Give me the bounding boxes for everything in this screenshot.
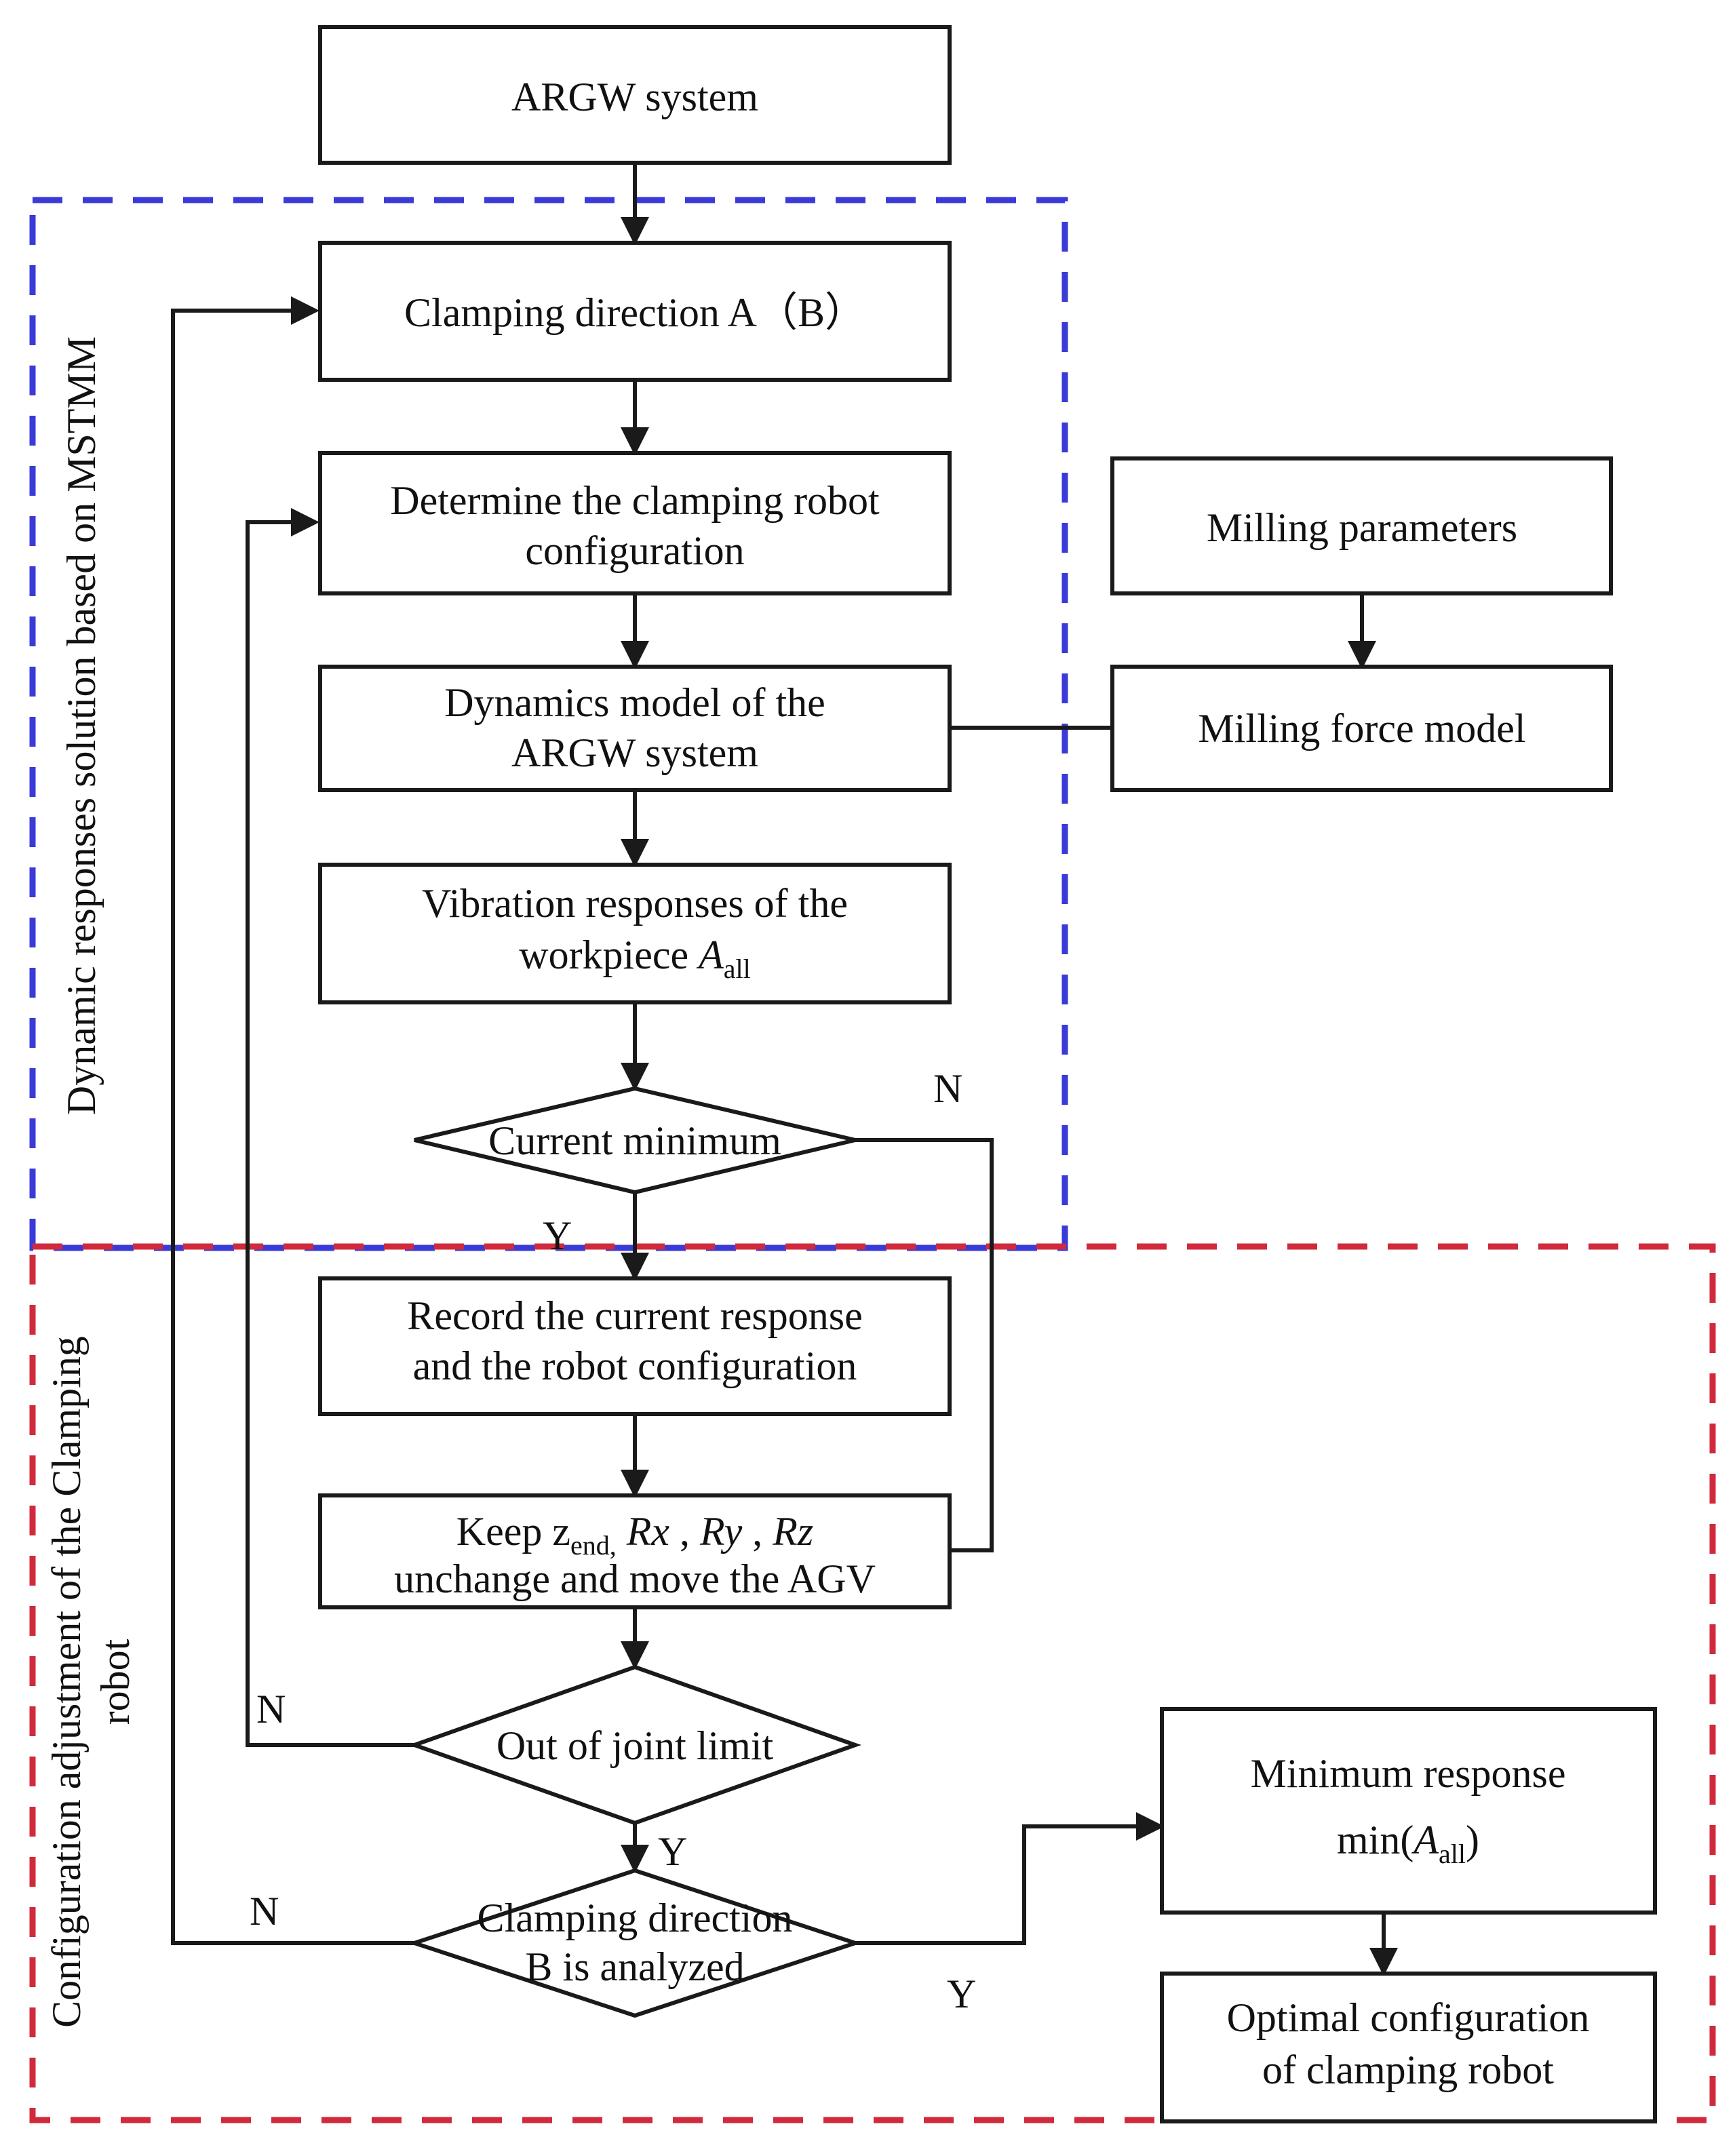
minresp-prefix: min( — [1337, 1818, 1414, 1862]
node-determine-configuration-line2: configuration — [525, 528, 744, 573]
edge-dirB-no-to-clampdir — [171, 296, 414, 1945]
region-blue-dashed — [29, 197, 1068, 1251]
keep-rx: Rx — [626, 1509, 670, 1554]
region-red-dashed — [29, 1243, 1716, 2123]
keep-subscript-end: end, — [570, 1530, 617, 1561]
node-optimal-configuration[interactable]: Optimal configuration of clamping robot — [1160, 1972, 1657, 2123]
keep-sep-2: , — [742, 1509, 773, 1554]
edge-label-jointlimit-yes: Y — [658, 1829, 687, 1874]
edge-label-curmin-yes: Y — [543, 1213, 572, 1258]
node-keep-pose-move-agv[interactable]: Keep zend, Rx , Ry , Rz unchange and mov… — [318, 1493, 952, 1609]
node-determine-configuration[interactable]: Determine the clamping robot configurati… — [318, 451, 952, 595]
node-vibration-responses-line1: Vibration responses of the — [422, 881, 848, 926]
vibration-line2-subscript: all — [724, 954, 751, 984]
edge-label-curmin-no: N — [933, 1066, 962, 1111]
node-milling-parameters[interactable]: Milling parameters — [1110, 456, 1613, 595]
edge-label-jointlimit-no: N — [256, 1687, 286, 1731]
node-out-of-joint-limit-decision[interactable]: Out of joint limit — [408, 1664, 861, 1826]
vibration-line2-variable: A — [696, 933, 724, 977]
node-optimal-configuration-line2: of clamping robot — [1262, 2047, 1554, 2092]
node-vibration-responses-line2: workpiece Aall — [519, 933, 751, 984]
edge-label-dirB-yes: Y — [947, 1972, 976, 2016]
node-argw-system-label: ARGW system — [511, 75, 758, 119]
node-clamping-direction[interactable]: Clamping direction A（B） — [318, 241, 952, 382]
edge-dirB-yes-to-minresp — [855, 1812, 1165, 1945]
node-current-minimum-label: Current minimum — [488, 1118, 781, 1163]
node-minimum-response-line1: Minimum response — [1251, 1751, 1566, 1796]
node-optimal-configuration-line1: Optimal configuration — [1227, 1995, 1590, 2040]
node-record-response-line1: Record the current response — [407, 1293, 862, 1338]
node-clamping-direction-label: Clamping direction A（B） — [404, 290, 865, 335]
node-determine-configuration-line1: Determine the clamping robot — [390, 478, 880, 523]
node-dynamics-model-line2: ARGW system — [511, 730, 758, 775]
minresp-subscript: all — [1439, 1839, 1466, 1869]
node-direction-b-analyzed-decision[interactable]: Clamping direction B is analyzed — [408, 1868, 862, 2018]
node-milling-force-model[interactable]: Milling force model — [1110, 665, 1613, 792]
minresp-postfix: ) — [1466, 1818, 1479, 1862]
minresp-variable: A — [1411, 1818, 1439, 1862]
node-out-of-joint-limit-label: Out of joint limit — [496, 1723, 774, 1768]
region-blue-label: Dynamic responses solution based on MSTM… — [59, 336, 104, 1115]
node-argw-system[interactable]: ARGW system — [318, 25, 952, 165]
node-direction-b-line2: B is analyzed — [525, 1944, 744, 1989]
node-minimum-response-line2: min(Aall) — [1337, 1818, 1479, 1869]
region-red-label-line1: Configuration adjustment of the Clamping — [44, 1336, 89, 2028]
keep-rz: Rz — [772, 1509, 813, 1554]
keep-sep-1: , — [669, 1509, 700, 1554]
edge-jointlimit-no-to-determine — [246, 508, 414, 1747]
node-direction-b-line1: Clamping direction — [477, 1896, 793, 1940]
node-milling-parameters-label: Milling parameters — [1207, 505, 1517, 550]
node-keep-pose-line2: unchange and move the AGV — [394, 1556, 876, 1601]
node-record-response-line2: and the robot configuration — [413, 1344, 857, 1388]
node-milling-force-model-label: Milling force model — [1198, 706, 1525, 751]
node-record-response[interactable]: Record the current response and the robo… — [318, 1276, 952, 1416]
node-dynamics-model[interactable]: Dynamics model of the ARGW system — [318, 665, 952, 792]
region-red-label-line2: robot — [93, 1639, 138, 1725]
keep-ry: Ry — [699, 1509, 743, 1554]
vibration-line2-prefix: workpiece — [519, 933, 699, 977]
node-minimum-response[interactable]: Minimum response min(Aall) — [1160, 1707, 1657, 1915]
node-dynamics-model-line1: Dynamics model of the — [444, 680, 825, 725]
keep-prefix: Keep z — [456, 1509, 570, 1554]
node-vibration-responses[interactable]: Vibration responses of the workpiece Aal… — [318, 863, 952, 1004]
node-current-minimum-decision[interactable]: Current minimum — [414, 1086, 856, 1195]
edge-label-dirB-no: N — [250, 1889, 279, 1934]
node-keep-pose-line1: Keep zend, Rx , Ry , Rz — [456, 1509, 813, 1561]
